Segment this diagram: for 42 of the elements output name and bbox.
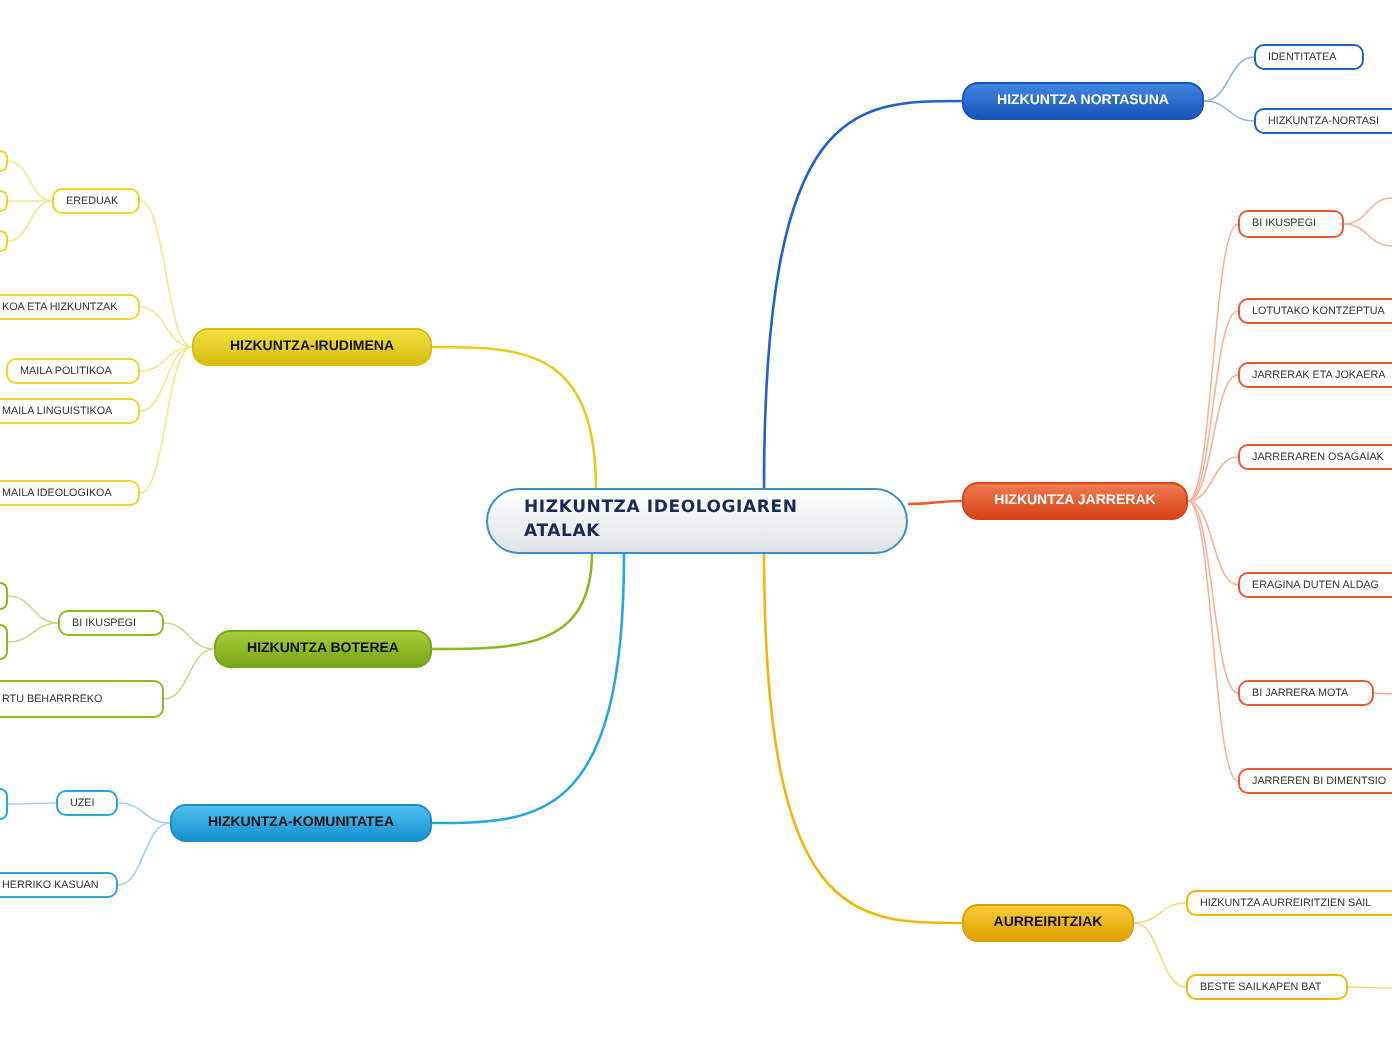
connector-line [762, 99, 962, 491]
connector-line [1187, 374, 1239, 502]
connector-line [117, 822, 171, 886]
connector-line [432, 345, 598, 491]
connector-line [1187, 310, 1239, 502]
branch-line [1373, 692, 1392, 695]
connector-line [1203, 100, 1255, 122]
connector-line [1187, 500, 1239, 694]
connector-line [139, 346, 193, 494]
connector-line [7, 622, 59, 643]
connector-line [163, 648, 215, 700]
connector-line [7, 200, 53, 242]
central-topic-pill: HIZKUNTZA IDEOLOGIAREN ATALAK [486, 488, 908, 554]
empty-box [0, 190, 8, 212]
connector-line [1203, 56, 1255, 102]
empty-box [0, 788, 8, 820]
connector-line [117, 802, 171, 824]
empty-box [0, 624, 8, 660]
connector-line [432, 551, 594, 651]
connector-line [762, 551, 962, 925]
empty-box [0, 230, 8, 252]
connector-line [7, 200, 53, 202]
connector-line [139, 346, 193, 412]
connector-line [139, 306, 193, 348]
empty-box [0, 150, 8, 172]
connector-line [908, 499, 962, 506]
connector-line [139, 346, 193, 372]
connector-line [163, 622, 215, 650]
empty-box [0, 582, 8, 610]
connector-line [1187, 500, 1239, 782]
connector-line [7, 160, 53, 202]
connector-line [1187, 456, 1239, 502]
connector-line [139, 200, 193, 348]
branch-line [1347, 986, 1392, 989]
connector-line [1187, 500, 1239, 586]
connector-line [7, 802, 57, 805]
connector-line [432, 553, 626, 825]
branch-line [1343, 223, 1392, 247]
connector-line [1133, 922, 1187, 988]
branch-line [1343, 197, 1392, 225]
connector-line [1133, 902, 1187, 924]
connector-line [1187, 223, 1239, 502]
